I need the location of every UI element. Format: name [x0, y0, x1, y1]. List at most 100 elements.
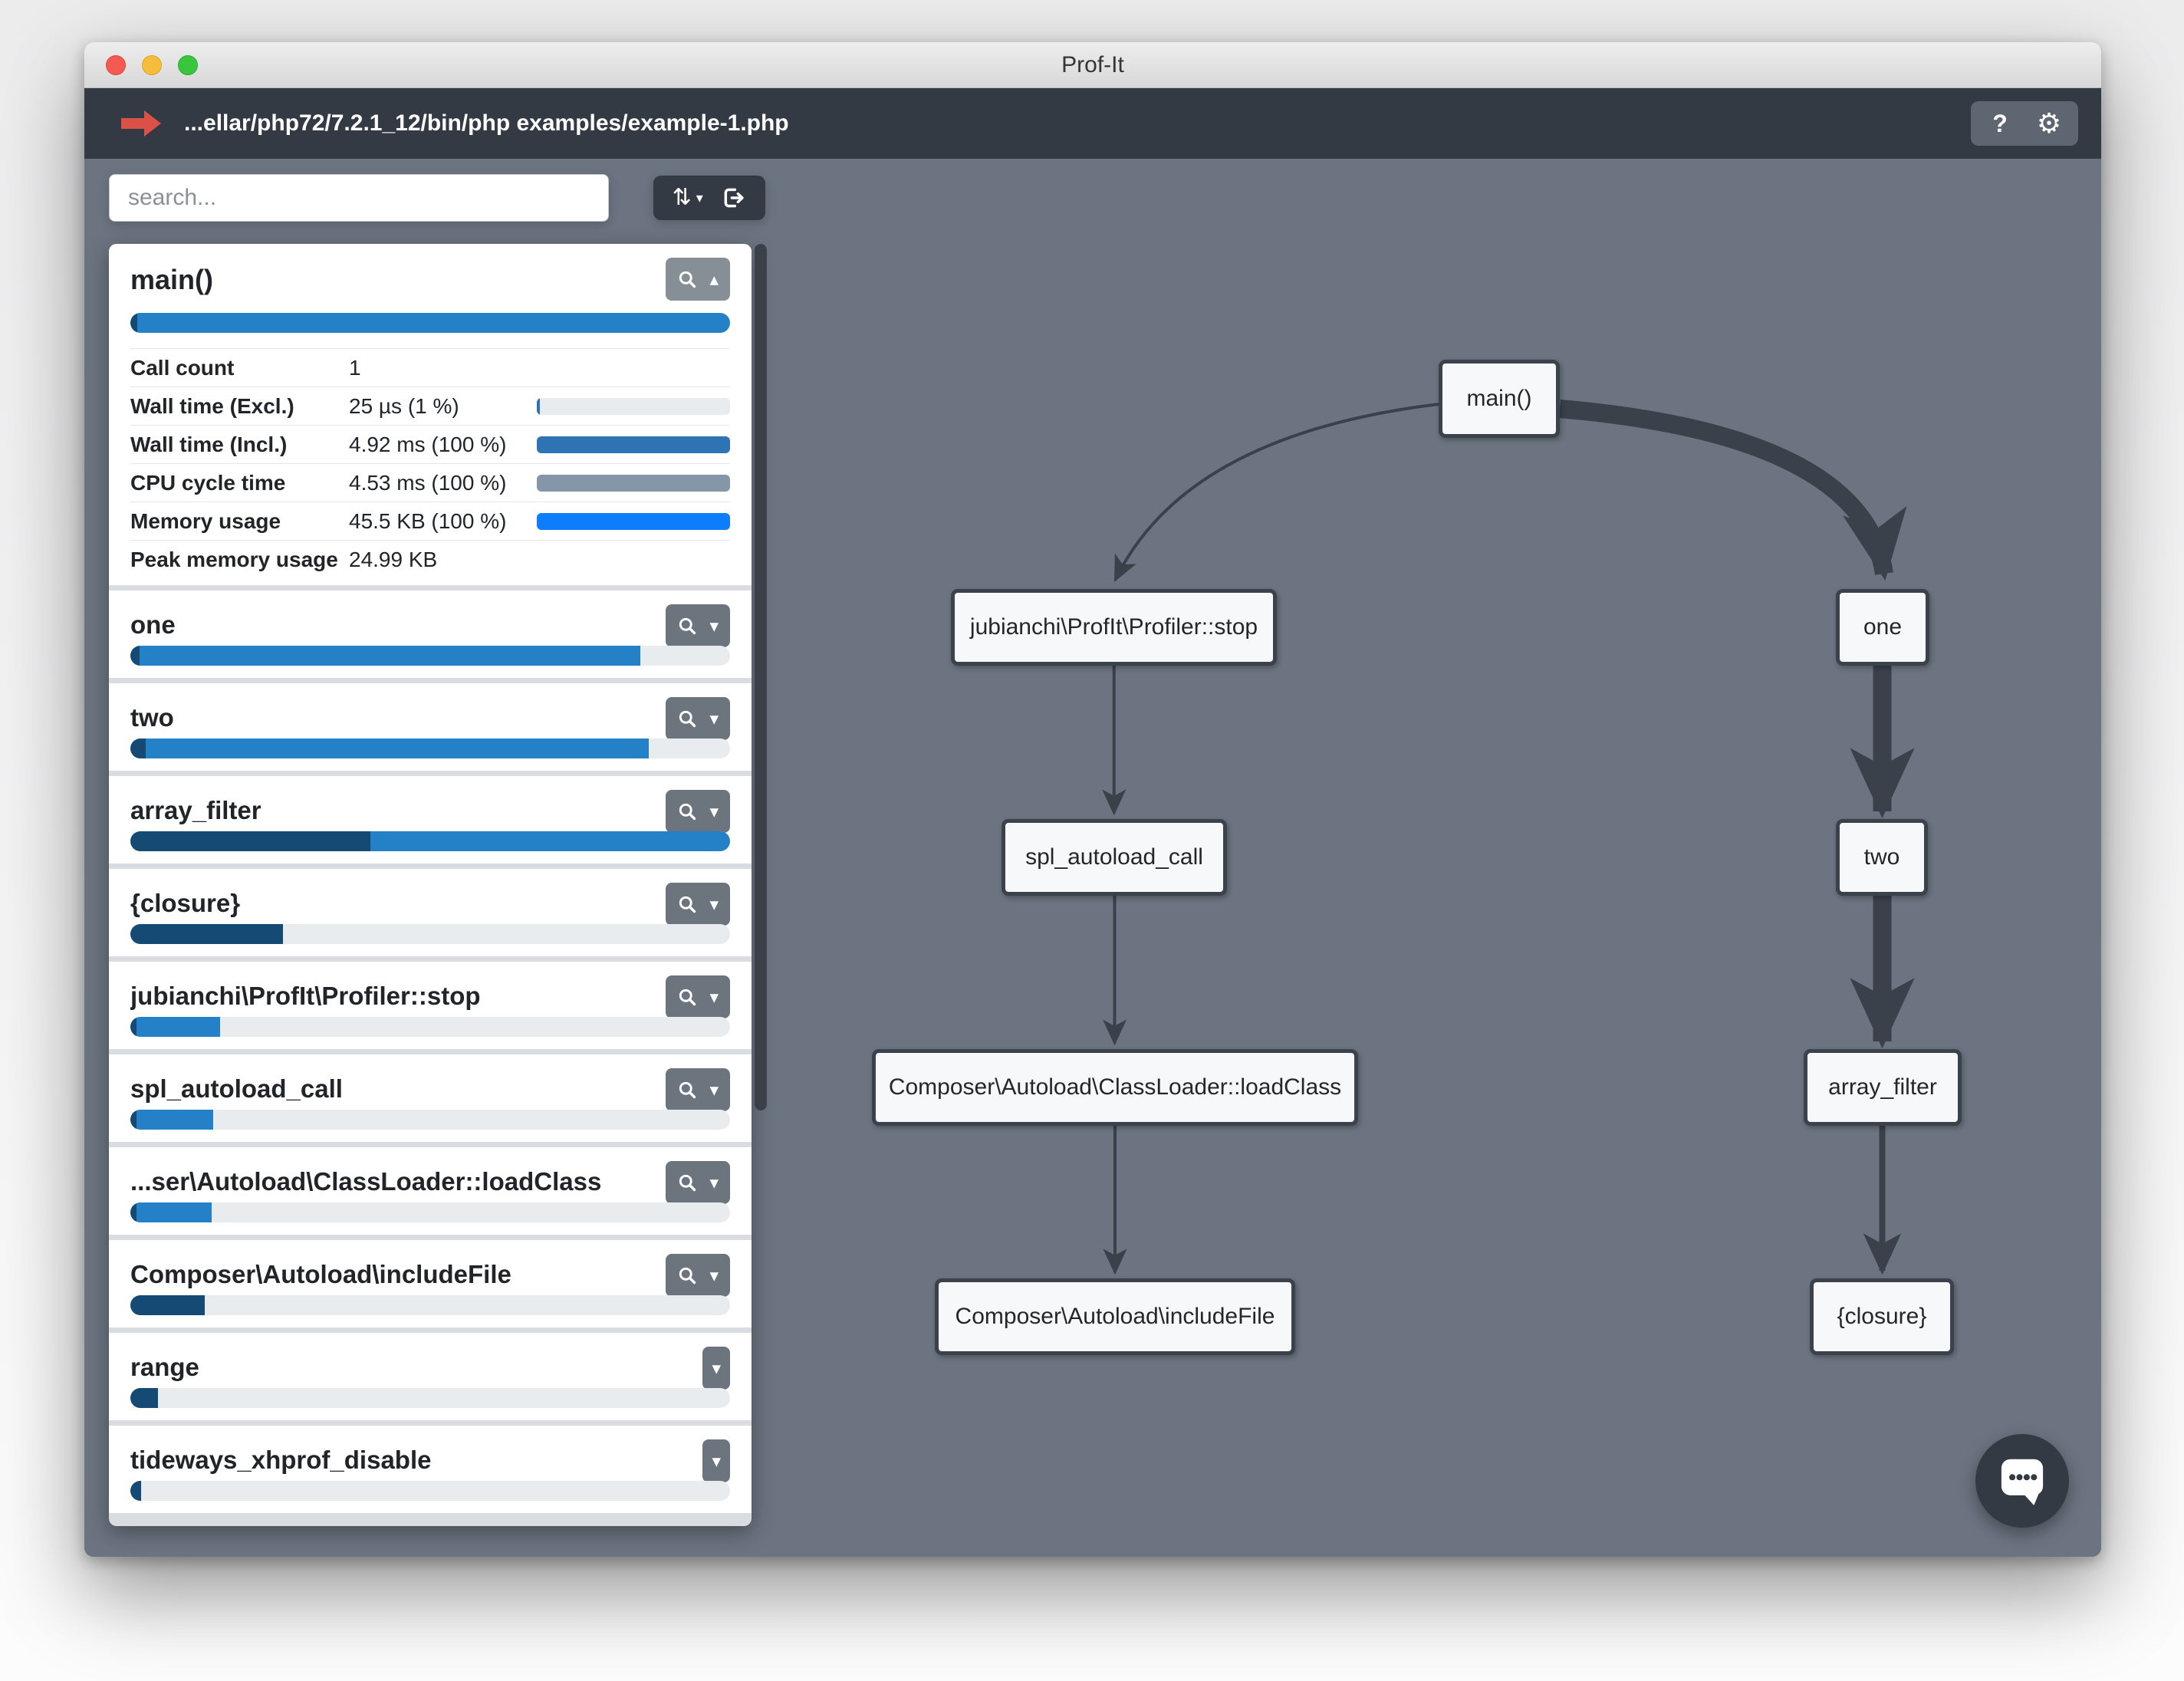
stat-bar [537, 397, 730, 415]
graph-node-closure[interactable]: {closure} [1810, 1278, 1954, 1355]
bar-segment [130, 1202, 136, 1222]
minimize-button[interactable] [142, 54, 162, 75]
stat-label: Call count [130, 355, 235, 380]
stat-value: 24.99 KB [349, 547, 438, 571]
card-actions[interactable]: ▾ [702, 1439, 730, 1482]
app-header: ...ellar/php72/7.2.1_12/bin/php examples… [84, 88, 2101, 159]
graph-node-two[interactable]: two [1836, 819, 1928, 896]
callgraph-edges [1102, 400, 1915, 1275]
sort-button[interactable]: ⇅ ▾ [673, 186, 703, 209]
zoom-button[interactable] [178, 54, 198, 75]
bar-segment [130, 831, 370, 851]
bar-segment [537, 397, 540, 415]
sign-out-icon [724, 188, 745, 208]
function-time-bar [130, 1295, 730, 1315]
card-actions[interactable]: ▾ [666, 1161, 730, 1204]
search-icon[interactable] [677, 801, 698, 822]
chat-button[interactable] [1975, 1434, 2069, 1528]
card-actions[interactable]: ▾ [666, 1254, 730, 1297]
caret-down-icon[interactable]: ▾ [709, 1079, 719, 1100]
card-actions[interactable]: ▾ [666, 1068, 730, 1111]
function-time-bar [130, 646, 730, 666]
card-actions[interactable]: ▾ [666, 883, 730, 926]
sort-icon: ⇅ [672, 185, 692, 210]
search-icon[interactable] [677, 987, 698, 1008]
card-actions[interactable]: ▾ [666, 975, 730, 1018]
graph-node-includefile[interactable]: Composer\Autoload\includeFile [935, 1278, 1295, 1355]
search-input[interactable] [109, 174, 609, 222]
caret-down-icon[interactable]: ▾ [709, 1172, 719, 1192]
bar-segment [537, 474, 730, 492]
stat-value: 45.5 KB (100 %) [349, 508, 507, 533]
graph-node-main[interactable]: main() [1439, 360, 1560, 438]
bar-segment [130, 1388, 158, 1408]
card-actions[interactable]: ▾ [702, 1347, 730, 1390]
graph-node-stop[interactable]: jubianchi\ProfIt\Profiler::stop [951, 589, 1277, 666]
graph-node-loadclass[interactable]: Composer\Autoload\ClassLoader::loadClass [872, 1049, 1358, 1126]
card-actions[interactable]: ▾ [666, 790, 730, 833]
list-scrollbar-thumb[interactable] [755, 244, 767, 1110]
export-button[interactable] [722, 186, 746, 210]
caret-up-icon[interactable]: ▴ [709, 268, 719, 289]
function-name: tideways_xhprof_disable [130, 1446, 432, 1474]
caret-down-icon[interactable]: ▾ [709, 615, 719, 636]
function-card: ...ser\Autoload\ClassLoader::loadClass ▾ [109, 1147, 752, 1235]
card-actions[interactable]: ▾ [666, 697, 730, 740]
graph-node-spl[interactable]: spl_autoload_call [1002, 819, 1227, 896]
function-card: spl_autoload_call ▾ [109, 1054, 752, 1142]
stat-row: Wall time (Incl.)4.92 ms (100 %) [130, 425, 730, 463]
caret-down-icon[interactable]: ▾ [709, 986, 719, 1007]
function-time-bar [130, 739, 730, 758]
stat-bar [537, 360, 730, 377]
search-icon[interactable] [677, 1173, 698, 1193]
function-card: tideways_xhprof_disable ▾ [109, 1426, 752, 1513]
search-icon[interactable] [677, 709, 698, 729]
caret-down-icon[interactable]: ▾ [709, 801, 719, 821]
function-name: two [130, 703, 174, 732]
help-button[interactable]: ? [1992, 109, 2008, 137]
function-name: spl_autoload_call [130, 1074, 343, 1103]
stat-bar [537, 551, 730, 568]
titlebar: Prof-It [84, 42, 2101, 88]
function-name: ...ser\Autoload\ClassLoader::loadClass [130, 1167, 602, 1196]
caret-down-icon[interactable]: ▾ [712, 1450, 721, 1471]
stat-row: Peak memory usage 24.99 KB [130, 540, 730, 578]
graph-node-one[interactable]: one [1836, 589, 1929, 666]
close-button[interactable] [106, 54, 126, 75]
search-icon[interactable] [677, 894, 698, 915]
function-card: two ▾ [109, 683, 752, 771]
search-icon[interactable] [677, 616, 698, 637]
stat-value: 1 [349, 355, 361, 380]
app-window: Prof-It ...ellar/php72/7.2.1_12/bin/php … [84, 42, 2101, 1557]
function-time-bar [130, 1110, 730, 1130]
settings-gear-icon[interactable]: ⚙ [2036, 107, 2062, 139]
bar-segment [139, 646, 640, 666]
search-icon[interactable] [677, 1080, 698, 1100]
function-name: Composer\Autoload\includeFile [130, 1260, 511, 1288]
stat-label: Wall time (Incl.) [130, 432, 288, 456]
search-icon[interactable] [677, 1265, 698, 1286]
window-title: Prof-It [1061, 51, 1124, 77]
stat-label: Peak memory usage [130, 547, 338, 571]
bar-segment [137, 313, 730, 333]
caret-down-icon[interactable]: ▾ [709, 893, 719, 914]
caret-down-icon[interactable]: ▾ [709, 708, 719, 729]
function-time-bar [130, 1388, 730, 1408]
function-name: one [130, 610, 176, 639]
function-name: range [130, 1353, 199, 1381]
stat-row: Call count 1 [130, 348, 730, 387]
main-content: main()jubianchi\ProfIt\Profiler::stop one… [84, 159, 2101, 1557]
stat-row: Wall time (Excl.)25 µs (1 %) [130, 387, 730, 425]
caret-down-icon[interactable]: ▾ [712, 1357, 721, 1378]
card-actions[interactable]: ▾ [666, 604, 730, 647]
bar-segment [130, 313, 138, 333]
function-name: array_filter [130, 796, 261, 824]
function-time-bar [130, 1202, 730, 1222]
stat-bar [537, 512, 730, 530]
caret-down-icon[interactable]: ▾ [709, 1265, 719, 1285]
graph-node-arrayfilter[interactable]: array_filter [1804, 1049, 1962, 1126]
stat-label: CPU cycle time [130, 470, 286, 495]
function-time-bar [130, 831, 730, 851]
search-icon[interactable] [677, 269, 698, 290]
